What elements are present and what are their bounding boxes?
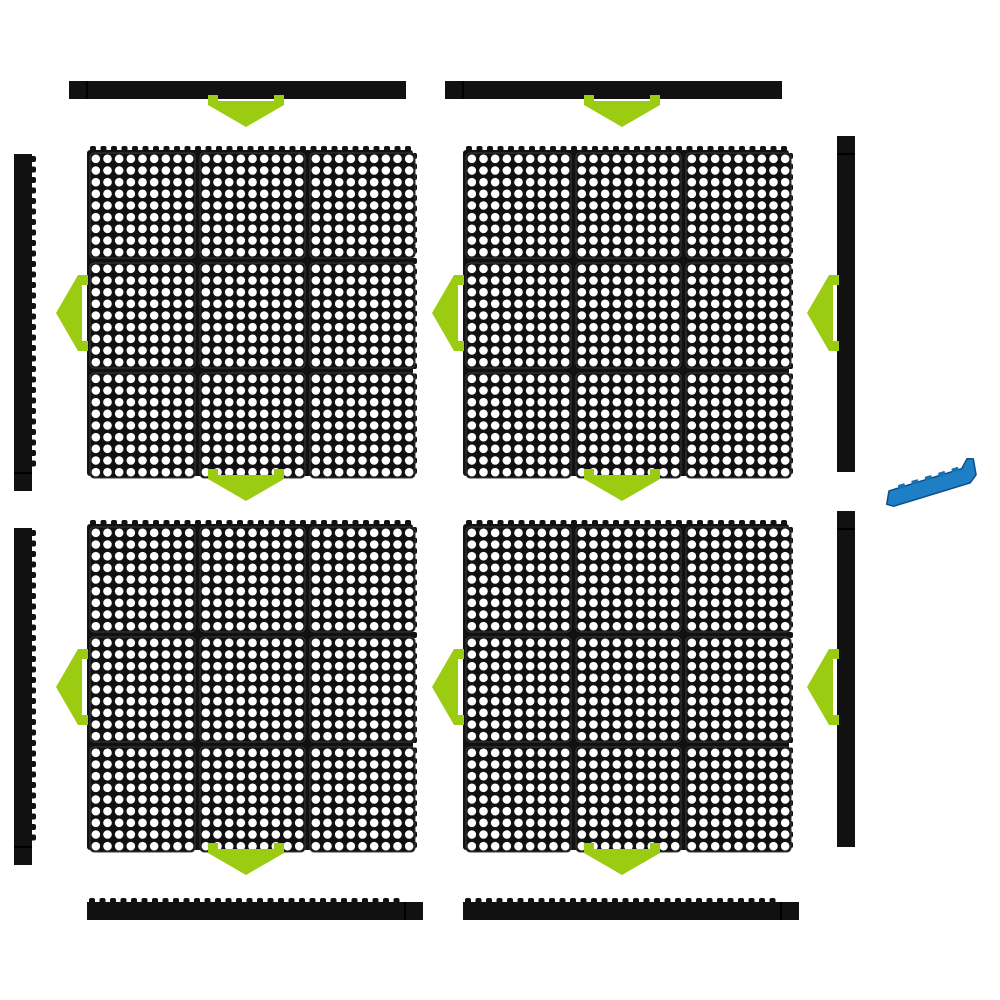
arrow-icon [584, 843, 660, 875]
arrow-icon [56, 275, 88, 351]
edge-ramp-top [445, 81, 782, 99]
mat-4 [463, 520, 793, 853]
mat-tile [89, 526, 196, 633]
mat-tile [199, 526, 306, 633]
mat-tile [575, 372, 682, 479]
connector-clip [885, 457, 977, 508]
edge-ramp-left [14, 528, 36, 865]
mat-tile [89, 746, 196, 853]
mat-tile [685, 262, 792, 369]
arrow-icon [584, 95, 660, 127]
mat-tile [465, 262, 572, 369]
mat-tile [685, 636, 792, 743]
mat-tile [89, 372, 196, 479]
mat-tile [685, 152, 792, 259]
edge-ramp-right [837, 511, 855, 847]
edge-ramp-left [14, 154, 36, 491]
edge-ramp-top [69, 81, 406, 99]
arrow-icon [208, 843, 284, 875]
mat-1 [87, 146, 417, 479]
mat-tile [199, 152, 306, 259]
mat-2 [463, 146, 793, 479]
mat-tile [465, 636, 572, 743]
mat-tile [89, 262, 196, 369]
mat-tile [89, 152, 196, 259]
mat-tile [199, 262, 306, 369]
mat-tile [309, 526, 416, 633]
mat-tile [575, 526, 682, 633]
mat-tile [309, 636, 416, 743]
arrow-icon [584, 469, 660, 501]
mat-tile [575, 152, 682, 259]
arrow-icon [432, 275, 464, 351]
mat-tile [575, 262, 682, 369]
arrow-icon [807, 275, 839, 351]
mat-tile [685, 746, 792, 853]
arrows-layer [56, 95, 839, 875]
edge-ramps-layer [14, 81, 855, 920]
mat-tile [199, 746, 306, 853]
arrow-icon [432, 649, 464, 725]
mat-tile [199, 372, 306, 479]
mats-layer [87, 146, 793, 853]
mat-3 [87, 520, 417, 853]
mat-tile [685, 372, 792, 479]
arrow-icon [208, 469, 284, 501]
mat-tile [465, 372, 572, 479]
mat-tile [465, 526, 572, 633]
mat-tile [89, 636, 196, 743]
mat-tile [309, 262, 416, 369]
mat-tile [465, 152, 572, 259]
arrow-icon [208, 95, 284, 127]
mat-tile [309, 372, 416, 479]
mat-tile [309, 746, 416, 853]
mat-tile [575, 636, 682, 743]
mat-tile [575, 746, 682, 853]
mat-tile [309, 152, 416, 259]
edge-ramp-bottom [87, 898, 423, 920]
arrow-icon [807, 649, 839, 725]
connector-clip-icon [885, 457, 977, 508]
arrow-icon [56, 649, 88, 725]
edge-ramp-right [837, 136, 855, 472]
mat-tile [685, 526, 792, 633]
edge-ramp-bottom [463, 898, 799, 920]
mat-tile [199, 636, 306, 743]
mat-tile [465, 746, 572, 853]
